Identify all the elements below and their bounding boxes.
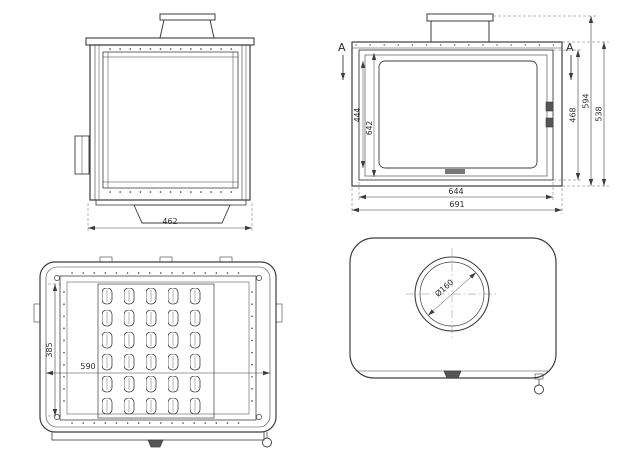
front-door-height-dimension: 468 <box>569 107 578 122</box>
front-glass-width-dimension: 642 <box>365 121 374 136</box>
top-view: Ø160 <box>349 237 557 395</box>
grate-plan-view: 385 590 <box>33 256 283 448</box>
side-depth-dimension: 462 <box>162 217 177 226</box>
front-overall-width-dimension: 691 <box>449 200 464 209</box>
section-label-left: A <box>338 41 346 54</box>
side-view: 462 <box>74 13 255 232</box>
front-glass-height-dimension: 444 <box>353 108 362 123</box>
front-view: A A 444 642 468 594 538 <box>338 13 609 214</box>
section-label-right: A <box>566 41 574 54</box>
grate-width-dimension: 590 <box>80 362 95 371</box>
front-frame-width-dimension: 644 <box>448 187 463 196</box>
grate-depth-dimension: 385 <box>45 342 54 357</box>
front-overall-height-dimension: 594 <box>582 93 591 108</box>
front-body-height-dimension: 538 <box>595 106 604 121</box>
